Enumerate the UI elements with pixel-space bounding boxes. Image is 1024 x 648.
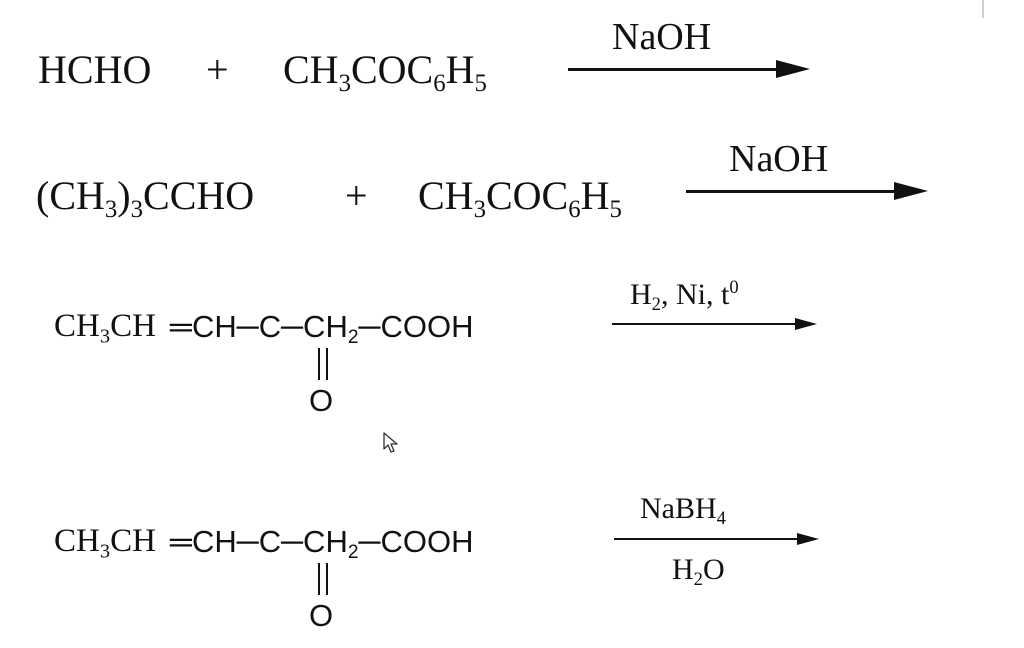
window-edge-mark [982,0,984,18]
double-bond-line [318,563,320,595]
formula-text: ─COOH [358,309,474,344]
reactant-acetophenone: CH3COC6H5 [418,173,622,222]
formula-text: HCHO [38,47,152,92]
formula-text: ═CH─C─CH [170,524,348,559]
subscript: 3 [473,195,486,223]
formula-text: CH [110,308,156,344]
formula-text: O [702,553,725,586]
formula-text: CH [54,523,100,559]
formula-text: (CH [36,173,105,218]
condition-nabh4: NaBH4 [640,492,726,528]
formula-text: H [672,553,694,586]
formula-text: , Ni, t [660,278,730,311]
subscript: 2 [693,568,703,590]
subscript: 4 [716,507,726,529]
formula-text: NaOH [612,16,712,58]
reaction-arrow [568,60,810,78]
structure-chain: ═CH─C─CH2─COOH [170,524,474,562]
reaction-arrow [612,318,817,330]
subscript: 5 [609,195,622,223]
mouse-pointer-icon [383,432,398,453]
superscript: 0 [729,276,739,298]
subscript: 2 [347,542,359,564]
double-bond-line [326,348,328,380]
formula-text: ─COOH [358,524,474,559]
formula-text: H [445,47,475,92]
formula-text: COC [350,47,434,92]
formula-text: COC [485,173,569,218]
reaction-arrow [686,182,928,200]
structure-prefix: CH3CH [54,523,156,562]
structure-prefix: CH3CH [54,308,156,347]
subscript: 3 [99,540,111,563]
carbonyl-oxygen: O [309,598,334,633]
subscript: 6 [433,69,446,97]
formula-text: ) [117,173,131,218]
plus-sign: + [206,47,229,92]
formula-text: H [630,278,652,311]
formula-text: NaBH [640,492,717,525]
subscript: 3 [99,325,111,348]
formula-text: ═CH─C─CH [170,309,348,344]
double-bond-line [318,348,320,380]
condition-h2o: H2O [672,553,725,589]
double-bond-line [326,563,328,595]
reactant-pivalaldehyde: (CH3)3CCHO [36,173,255,222]
subscript: 3 [104,195,118,223]
carbonyl-oxygen: O [309,383,334,418]
subscript: 6 [568,195,581,223]
subscript: 2 [347,327,359,349]
formula-text: CCHO [143,173,255,218]
subscript: 3 [130,195,144,223]
subscript: 2 [651,293,661,315]
formula-text: NaOH [729,138,829,180]
formula-text: H [580,173,610,218]
formula-text: CH [54,308,100,344]
formula-text: CH [418,173,474,218]
reactant-acetophenone: CH3COC6H5 [283,47,487,96]
condition-naoh: NaOH [729,140,828,178]
structure-chain: ═CH─C─CH2─COOH [170,309,474,347]
reactant-hcho: HCHO [38,50,151,90]
subscript: 5 [474,69,487,97]
plus-sign: + [345,173,368,218]
condition-h2-ni: H2, Ni, t0 [630,276,739,314]
formula-text: CH [110,523,156,559]
formula-text: CH [283,47,339,92]
reaction-arrow [614,533,819,545]
condition-naoh: NaOH [612,18,711,56]
subscript: 3 [338,69,351,97]
